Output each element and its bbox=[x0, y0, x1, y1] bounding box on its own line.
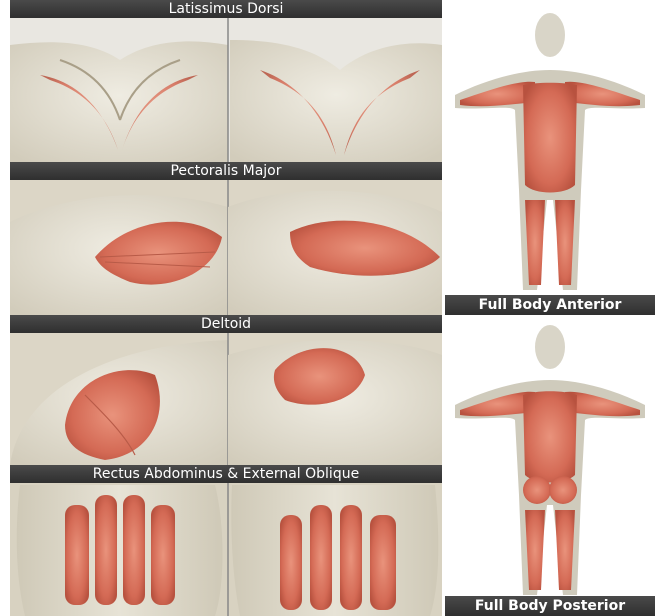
deltoid-title: Deltoid bbox=[10, 315, 442, 333]
abdominus-illustration bbox=[10, 465, 442, 616]
latissimus-illustration bbox=[10, 0, 442, 162]
panel-pectoralis-major: Pectoralis Major bbox=[10, 162, 442, 315]
panel-full-body-posterior: Full Body Posterior bbox=[445, 315, 655, 616]
full-body-posterior-title: Full Body Posterior bbox=[445, 596, 655, 616]
full-body-posterior-figure bbox=[445, 315, 655, 616]
panel-latissimus-dorsi: Latissimus Dorsi bbox=[10, 0, 442, 162]
rectus-abdominus-title: Rectus Abdominus & External Oblique bbox=[10, 465, 442, 483]
panel-full-body-anterior: Full Body Anterior bbox=[445, 0, 655, 315]
pectoralis-major-title: Pectoralis Major bbox=[10, 162, 442, 180]
full-body-anterior-title: Full Body Anterior bbox=[445, 295, 655, 315]
panel-deltoid: Deltoid bbox=[10, 315, 442, 465]
full-body-anterior-figure bbox=[445, 0, 655, 315]
panel-rectus-abdominus: Rectus Abdominus & External Oblique bbox=[10, 465, 442, 616]
latissimus-dorsi-title: Latissimus Dorsi bbox=[10, 0, 442, 18]
deltoid-illustration bbox=[10, 315, 442, 465]
pectoralis-illustration bbox=[10, 162, 442, 315]
